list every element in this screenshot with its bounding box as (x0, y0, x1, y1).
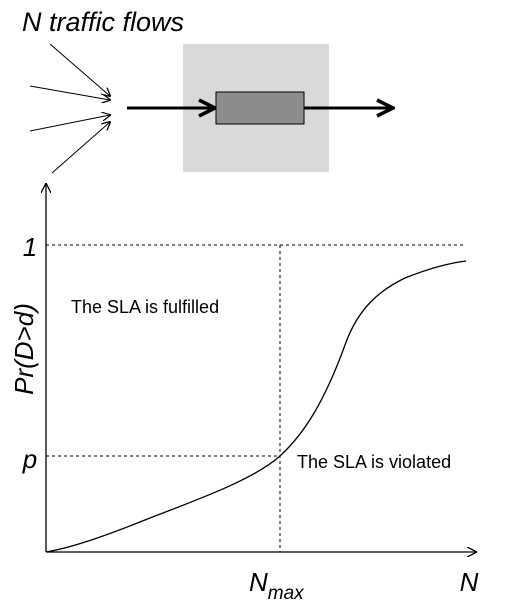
y-axis-label: Pr(D>d) (9, 303, 39, 395)
input-flow-arrow (51, 122, 110, 174)
sla-fulfilled-label: The SLA is fulfilled (71, 297, 219, 317)
input-flow-arrow (29, 85, 110, 100)
x-tick-nmax-main: N (249, 567, 268, 597)
input-flow-arrow (29, 115, 110, 132)
queue-buffer (215, 91, 305, 125)
x-axis-label: N (460, 567, 479, 597)
plot: 1 p Pr(D>d) The SLA is fulfilled The SLA… (9, 184, 479, 604)
input-flow-arrow (49, 43, 110, 96)
y-tick-p: p (22, 444, 37, 474)
y-tick-one: 1 (23, 232, 37, 262)
x-tick-nmax: Nmax (249, 567, 305, 604)
traffic-flows-label: N traffic flows (22, 7, 184, 37)
probability-curve (45, 260, 467, 553)
sla-violated-label: The SLA is violated (297, 452, 451, 472)
input-flow-arrows (29, 43, 110, 174)
x-tick-nmax-subscript: max (268, 583, 305, 604)
